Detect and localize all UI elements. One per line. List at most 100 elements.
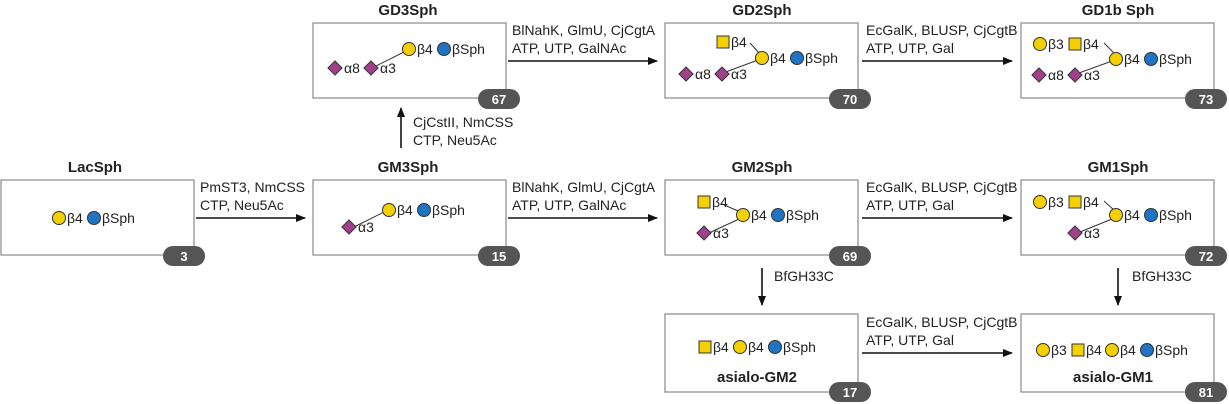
reaction-gm3-gd3-substrates: CTP, Neu5Ac: [413, 132, 497, 148]
linkage-label: β4: [1083, 36, 1099, 52]
compound-badge: [478, 246, 520, 266]
sialic-acid-icon: [1031, 67, 1047, 83]
compound-badge: [829, 89, 871, 109]
sialic-acid-icon: [696, 225, 712, 241]
compound-badge-number: 72: [1199, 249, 1213, 264]
galactose-icon: [1105, 343, 1119, 357]
node-title: GM1Sph: [1088, 159, 1149, 176]
bond: [371, 50, 407, 69]
linkage-label: βSph: [1159, 51, 1192, 67]
linkage-label: β4: [397, 202, 413, 218]
reaction-gm3-gm2-enzymes: BlNahK, GlmU, CjCgtA: [512, 179, 656, 195]
compound-badge: [1185, 382, 1227, 402]
linkage-label: β4: [731, 34, 747, 50]
reaction-gm2-gm1-enzymes: EcGalK, BLUSP, CjCgtB: [866, 179, 1017, 195]
compound-badge: [163, 246, 205, 266]
linkage-label: α8: [344, 60, 360, 76]
linkage-label: β4: [712, 194, 728, 210]
linkage-label: β4: [770, 50, 786, 66]
glucose-icon: [771, 208, 785, 222]
bond: [1103, 42, 1116, 55]
node-title: GM2Sph: [732, 159, 793, 176]
linkage-label: β4: [1124, 207, 1140, 223]
galactose-icon: [382, 203, 396, 217]
galactose-icon: [1033, 37, 1047, 51]
compound-badge-number: 3: [180, 249, 187, 264]
sialic-acid-icon: [341, 219, 357, 235]
galnac-icon: [1071, 343, 1085, 357]
node-box: [312, 22, 507, 99]
node-gm1sph: GM1Sph β3 β4 β4 βSph α3 72: [1020, 159, 1227, 266]
node-title: asialo-GM2: [717, 369, 797, 386]
compound-badge-number: 70: [843, 92, 857, 107]
reaction-gm1-agm1-enzyme: BfGH33C: [1132, 268, 1192, 284]
glucose-icon: [1144, 52, 1158, 66]
compound-badge-number: 15: [492, 249, 506, 264]
linkage-label: β4: [1086, 342, 1102, 358]
bond: [353, 210, 387, 228]
reaction-gm2-gm1-substrates: ATP, UTP, Gal: [866, 197, 954, 213]
reaction-agm2-agm1-substrates: ATP, UTP, Gal: [866, 332, 954, 348]
reaction-gm3-gm2-substrates: ATP, UTP, GalNAc: [512, 197, 626, 213]
node-box: [1020, 313, 1215, 393]
reaction-labels: PmST3, NmCSS CTP, Neu5Ac CjCstII, NmCSS …: [200, 22, 1192, 348]
compound-badge: [829, 382, 871, 402]
linkage-label: α3: [358, 219, 374, 235]
node-asialogm1: β3 β4 β4 βSph asialo-GM1 81: [1020, 313, 1227, 402]
glucose-icon: [1140, 343, 1154, 357]
bond: [708, 218, 740, 234]
galactose-icon: [52, 211, 66, 225]
bond: [1079, 218, 1113, 233]
node-asialogm2: β4 β4 βSph asialo-GM2 17: [664, 313, 871, 402]
sialic-acid-icon: [714, 66, 730, 82]
reaction-gd2-gd1b-enzymes: EcGalK, BLUSP, CjCgtB: [866, 22, 1017, 38]
sialic-acid-icon: [1067, 225, 1083, 241]
linkage-label: β3: [1051, 342, 1067, 358]
node-title: asialo-GM1: [1073, 369, 1153, 386]
linkage-label: β3: [1048, 194, 1064, 210]
reaction-arrows: [196, 57, 1122, 357]
reaction-gm3-gd3-enzymes: CjCstII, NmCSS: [413, 114, 513, 130]
node-gm3sph: GM3Sph β4 βSph α3 15: [312, 159, 520, 266]
sialic-acid-icon: [363, 60, 379, 76]
linkage-label: βSph: [1159, 207, 1192, 223]
linkage-label: β4: [713, 339, 729, 355]
galactose-icon: [733, 340, 747, 354]
linkage-label: β4: [67, 210, 83, 226]
compound-badge: [829, 246, 871, 266]
reaction-agm2-agm1-enzymes: EcGalK, BLUSP, CjCgtB: [866, 314, 1017, 330]
reaction-lac-gm3-substrates: CTP, Neu5Ac: [200, 197, 284, 213]
linkage-label: α3: [1084, 225, 1100, 241]
compound-badge: [478, 89, 520, 109]
linkage-label: α3: [380, 60, 396, 76]
linkage-label: α8: [1048, 67, 1064, 83]
glucose-icon: [1144, 208, 1158, 222]
galactose-icon: [402, 42, 416, 56]
linkage-label: β4: [751, 207, 767, 223]
reaction-lac-gm3-enzymes: PmST3, NmCSS: [200, 179, 305, 195]
reaction-gd2-gd1b-substrates: ATP, UTP, Gal: [866, 40, 954, 56]
linkage-label: β4: [1120, 342, 1136, 358]
galactose-icon: [755, 51, 769, 65]
linkage-label: β4: [1083, 194, 1099, 210]
compound-badge-number: 73: [1199, 92, 1213, 107]
galactose-icon: [1036, 343, 1050, 357]
galnac-icon: [1068, 37, 1082, 51]
glucose-icon: [417, 203, 431, 217]
galactose-icon: [1109, 52, 1123, 66]
node-title: GD2Sph: [732, 2, 791, 19]
glucose-icon: [437, 42, 451, 56]
galnac-icon: [1068, 195, 1082, 209]
reaction-gm2-agm2-enzyme: BfGH33C: [774, 268, 834, 284]
linkage-label: α8: [695, 66, 711, 82]
compound-badge-number: 17: [843, 385, 857, 400]
sialic-acid-icon: [327, 60, 343, 76]
bond: [721, 203, 739, 212]
compound-badge-number: 69: [843, 249, 857, 264]
node-box: [664, 179, 859, 256]
reaction-gd3-gd2-enzymes: BlNahK, GlmU, CjCgtA: [512, 22, 656, 38]
node-box: [312, 179, 507, 256]
node-box: [664, 313, 859, 393]
node-gd3sph: GD3Sph β4 βSph α8 α3 67: [312, 2, 520, 109]
